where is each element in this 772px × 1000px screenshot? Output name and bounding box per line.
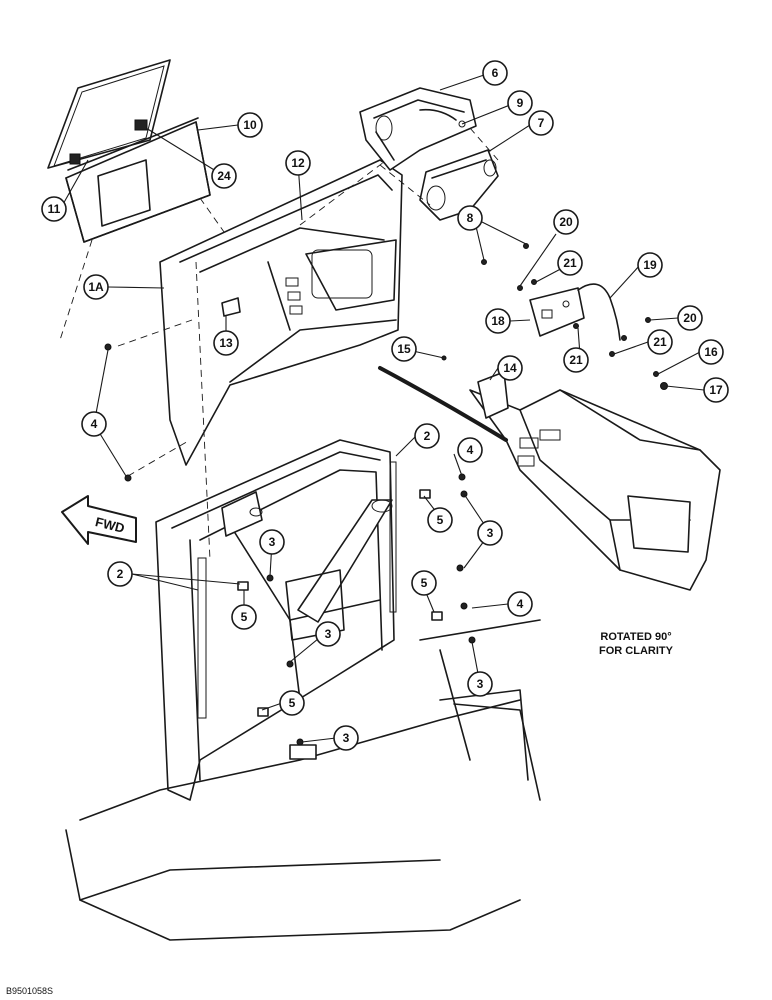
svg-text:5: 5 [241, 610, 248, 624]
callout-3c: 3 [315, 621, 341, 647]
lower-console [378, 355, 721, 591]
svg-text:5: 5 [437, 513, 444, 527]
svg-text:8: 8 [467, 211, 474, 225]
callout-19: 19 [637, 252, 663, 278]
switch-bracket-assembly [517, 279, 668, 390]
callout-3d: 3 [467, 671, 493, 697]
callout-11: 11 [41, 196, 67, 222]
svg-text:20: 20 [559, 215, 573, 229]
storage-box [47, 59, 259, 341]
callout-8: 8 [457, 205, 483, 231]
svg-text:5: 5 [421, 576, 428, 590]
svg-text:4: 4 [517, 597, 524, 611]
upper-bezels [359, 87, 529, 265]
callout-13: 13 [213, 330, 239, 356]
svg-text:21: 21 [569, 353, 583, 367]
callout-21c: 21 [563, 347, 589, 373]
svg-text:6: 6 [492, 66, 499, 80]
svg-text:3: 3 [269, 535, 276, 549]
svg-text:19: 19 [643, 258, 657, 272]
svg-text:1A: 1A [88, 280, 104, 294]
svg-text:17: 17 [709, 383, 723, 397]
callout-2a: 2 [414, 423, 440, 449]
svg-text:21: 21 [653, 335, 667, 349]
callout-15: 15 [391, 336, 417, 362]
callout-1a: 1A [83, 274, 109, 300]
svg-text:5: 5 [289, 696, 296, 710]
svg-text:21: 21 [563, 256, 577, 270]
callout-18: 18 [485, 308, 511, 334]
callout-3a: 3 [259, 529, 285, 555]
svg-text:13: 13 [219, 336, 233, 350]
callout-20b: 20 [677, 305, 703, 331]
callout-4a: 4 [81, 411, 107, 437]
svg-text:12: 12 [291, 156, 305, 170]
callout-4b: 4 [457, 437, 483, 463]
svg-text:18: 18 [491, 314, 505, 328]
rotated-note-line1: ROTATED 90° [600, 631, 671, 643]
svg-text:10: 10 [243, 118, 257, 132]
callout-7: 7 [528, 110, 554, 136]
rotated-note-line2: FOR CLARITY [599, 645, 674, 657]
svg-text:3: 3 [325, 627, 332, 641]
callout-10: 10 [237, 112, 263, 138]
callout-5c: 5 [411, 570, 437, 596]
callout-9: 9 [507, 90, 533, 116]
svg-text:3: 3 [343, 731, 350, 745]
callout-20a: 20 [553, 209, 579, 235]
svg-text:4: 4 [91, 417, 98, 431]
svg-text:16: 16 [704, 345, 718, 359]
console-frame [65, 261, 541, 941]
callout-12: 12 [285, 150, 311, 176]
callout-17: 17 [703, 377, 729, 403]
callout-3b: 3 [477, 520, 503, 546]
svg-text:3: 3 [477, 677, 484, 691]
callout-5a: 5 [427, 507, 453, 533]
fwd-label: FWD [94, 514, 126, 536]
svg-text:2: 2 [117, 567, 124, 581]
callout-14: 14 [497, 355, 523, 381]
callout-2b: 2 [107, 561, 133, 587]
svg-text:2: 2 [424, 429, 431, 443]
svg-text:20: 20 [683, 311, 697, 325]
svg-text:14: 14 [503, 361, 517, 375]
svg-text:15: 15 [397, 342, 411, 356]
callout-6: 6 [482, 60, 508, 86]
callout-4c: 4 [507, 591, 533, 617]
svg-text:9: 9 [517, 96, 524, 110]
callout-5d: 5 [279, 690, 305, 716]
callout-16: 16 [698, 339, 724, 365]
callout-21a: 21 [557, 250, 583, 276]
svg-text:24: 24 [217, 169, 231, 183]
svg-text:11: 11 [48, 202, 61, 216]
svg-text:3: 3 [487, 526, 494, 540]
svg-text:4: 4 [467, 443, 474, 457]
callout-3e: 3 [333, 725, 359, 751]
figure-code: B9501058S [6, 986, 53, 996]
callout-5b: 5 [231, 604, 257, 630]
forward-direction-arrow: FWD [61, 495, 137, 545]
callout-24: 24 [211, 163, 237, 189]
callout-21b: 21 [647, 329, 673, 355]
svg-text:7: 7 [538, 116, 545, 130]
